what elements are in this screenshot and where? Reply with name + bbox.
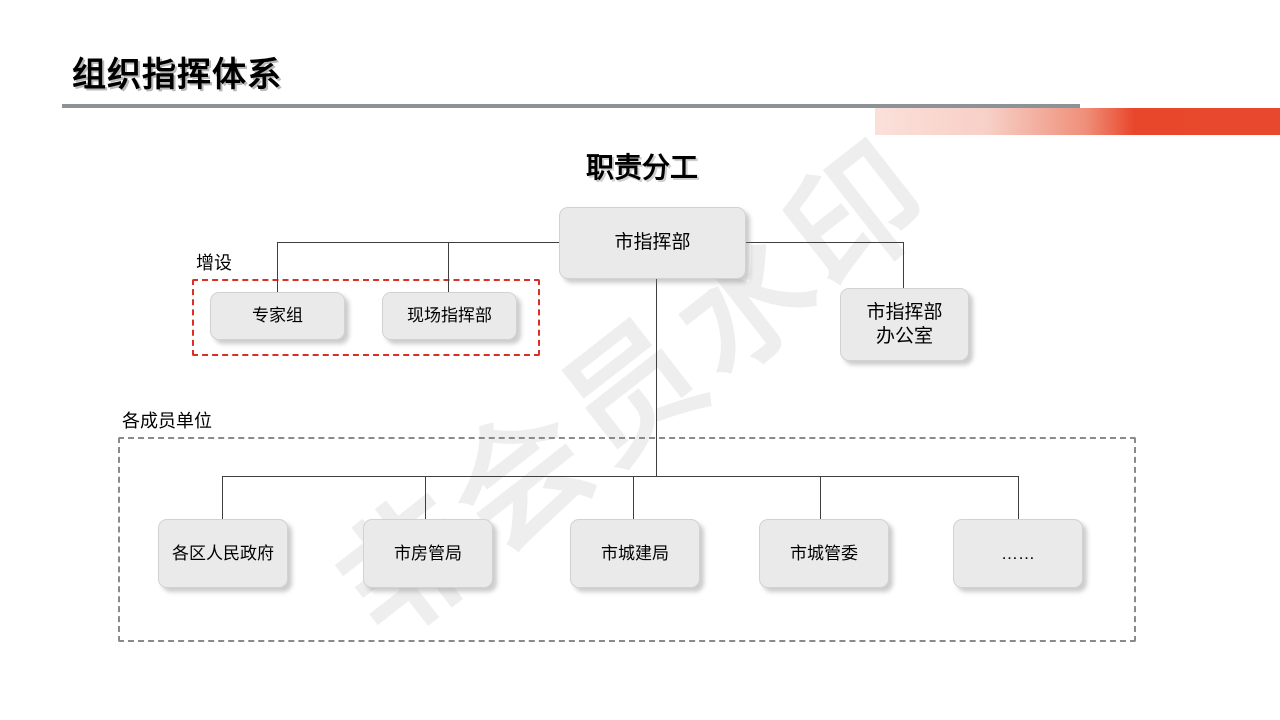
node-more-units[interactable]: …… (953, 519, 1083, 588)
chart-subtitle: 职责分工 (0, 146, 1280, 186)
node-label: 市房管局 (394, 543, 462, 563)
header-accent-bar (875, 108, 1280, 135)
member-group-container (118, 437, 1136, 642)
chart-subtitle-text: 职责分工 (585, 152, 698, 183)
node-onsite-command[interactable]: 现场指挥部 (382, 292, 517, 340)
connector-drop-office (903, 242, 904, 288)
node-urban-construction-bureau[interactable]: 市城建局 (570, 519, 700, 588)
connector-top-horizontal-left (277, 242, 559, 243)
connector-drop-member-3 (633, 476, 634, 524)
connector-member-horizontal (222, 476, 1018, 477)
connector-top-horizontal-right (744, 242, 904, 243)
node-label-line2: 办公室 (875, 325, 933, 347)
header-divider (62, 104, 1080, 108)
node-label: 市城管委 (790, 543, 858, 563)
node-command-office[interactable]: 市指挥部 办公室 (840, 288, 969, 361)
node-housing-bureau[interactable]: 市房管局 (363, 519, 493, 588)
page-title: 组织指挥体系 (72, 56, 282, 94)
connector-drop-member-4 (820, 476, 821, 524)
node-municipal-command[interactable]: 市指挥部 (559, 207, 746, 279)
node-expert-group[interactable]: 专家组 (210, 292, 345, 340)
node-label: 现场指挥部 (407, 306, 492, 326)
node-label: …… (1001, 543, 1035, 563)
connector-drop-onsite-command (448, 242, 449, 292)
node-label: 专家组 (252, 306, 303, 326)
node-label: 市指挥部 (614, 232, 691, 254)
connector-trunk-main (656, 278, 657, 476)
node-label: 各区人民政府 (172, 543, 274, 563)
connector-drop-member-2 (425, 476, 426, 524)
member-group-label: 各成员单位 (122, 411, 212, 431)
node-label-line1: 市指挥部 (866, 301, 943, 323)
connector-drop-member-5 (1018, 476, 1019, 524)
node-urban-management-committee[interactable]: 市城管委 (759, 519, 889, 588)
added-group-label: 增设 (196, 253, 232, 273)
connector-drop-expert-group (277, 242, 278, 292)
node-district-governments[interactable]: 各区人民政府 (158, 519, 288, 588)
connector-drop-member-1 (222, 476, 223, 524)
node-label: 市城建局 (601, 543, 669, 563)
added-group-container (192, 279, 540, 356)
